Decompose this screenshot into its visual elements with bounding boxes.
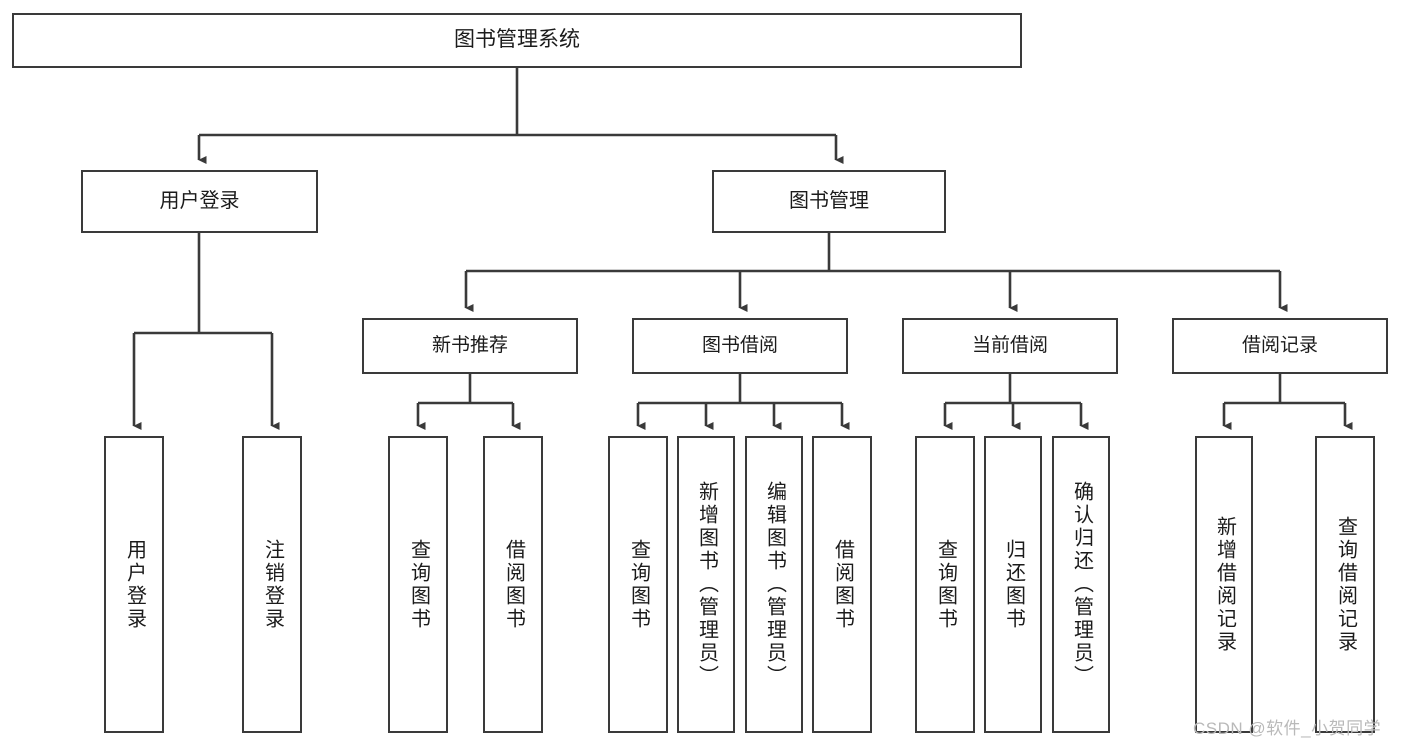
leaf-return-book[interactable]: 归还图书 [984, 436, 1042, 733]
node-label: 借阅记录 [1241, 335, 1318, 357]
leaf-confirm-return-admin[interactable]: 确认归还（管理员） [1052, 436, 1110, 733]
leaf-logout-login[interactable]: 注销登录 [242, 436, 302, 733]
node-label: 新增借阅记录 [1213, 515, 1236, 654]
node-label: 图书管理 [789, 190, 869, 212]
node-label: 查询图书 [934, 538, 957, 631]
node-current-borrow[interactable]: 当前借阅 [902, 318, 1118, 374]
node-label: 当前借阅 [971, 335, 1048, 357]
leaf-add-book-admin[interactable]: 新增图书（管理员） [677, 436, 735, 733]
node-label: 新增图书（管理员） [695, 481, 718, 688]
leaf-query-book-2[interactable]: 查询图书 [608, 436, 668, 733]
leaf-query-book-1[interactable]: 查询图书 [388, 436, 448, 733]
node-label: 查询图书 [627, 538, 650, 631]
node-label: 归还图书 [1002, 538, 1025, 631]
node-label: 借阅图书 [831, 538, 854, 631]
node-label: 注销登录 [261, 538, 284, 631]
node-label: 编辑图书（管理员） [763, 481, 786, 688]
leaf-borrow-book-1[interactable]: 借阅图书 [483, 436, 543, 733]
node-book-management[interactable]: 图书管理 [712, 170, 946, 233]
node-new-book-recommend[interactable]: 新书推荐 [362, 318, 578, 374]
leaf-add-borrow-record[interactable]: 新增借阅记录 [1195, 436, 1253, 733]
node-borrow-record[interactable]: 借阅记录 [1172, 318, 1388, 374]
node-label: 图书借阅 [701, 335, 778, 357]
node-label: 查询借阅记录 [1334, 515, 1357, 654]
leaf-borrow-book-2[interactable]: 借阅图书 [812, 436, 872, 733]
node-label: 用户登录 [159, 190, 240, 212]
leaf-query-borrow-record[interactable]: 查询借阅记录 [1315, 436, 1375, 733]
node-book-borrow[interactable]: 图书借阅 [632, 318, 848, 374]
node-label: 新书推荐 [431, 335, 508, 357]
node-label: 确认归还（管理员） [1070, 481, 1093, 688]
watermark-text: CSDN @软件_小贺同学 [1193, 719, 1382, 738]
leaf-edit-book-admin[interactable]: 编辑图书（管理员） [745, 436, 803, 733]
node-label: 查询图书 [407, 538, 430, 631]
node-user-login[interactable]: 用户登录 [81, 170, 318, 233]
node-book-management-system[interactable]: 图书管理系统 [12, 13, 1022, 68]
leaf-user-login[interactable]: 用户登录 [104, 436, 164, 733]
node-label: 图书管理系统 [454, 28, 580, 52]
leaf-query-book-3[interactable]: 查询图书 [915, 436, 975, 733]
node-label: 借阅图书 [502, 538, 525, 631]
node-label: 用户登录 [123, 538, 146, 631]
